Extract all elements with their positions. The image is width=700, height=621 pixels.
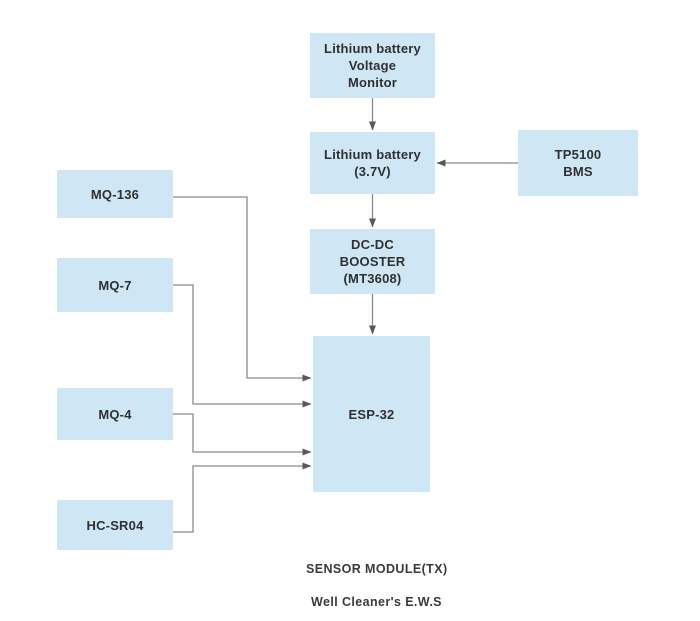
node-mq-136[interactable]: MQ-136 bbox=[57, 170, 173, 218]
node-mq-7[interactable]: MQ-7 bbox=[57, 258, 173, 312]
node-mq-4[interactable]: MQ-4 bbox=[57, 388, 173, 440]
wire-mq4-to-esp32 bbox=[173, 413, 312, 456]
caption-project-name: Well Cleaner's E.W.S bbox=[311, 595, 442, 609]
node-tp5100-bms[interactable]: TP5100 BMS bbox=[518, 130, 638, 196]
node-lithium-battery[interactable]: Lithium battery (3.7V) bbox=[310, 132, 435, 194]
wire-hcsr04-to-esp32 bbox=[173, 462, 312, 533]
wire-mq136-to-esp32 bbox=[173, 196, 312, 382]
node-hc-sr04[interactable]: HC-SR04 bbox=[57, 500, 173, 550]
node-battery-voltage-monitor[interactable]: Lithium battery Voltage Monitor bbox=[310, 33, 435, 98]
wire-mq7-to-esp32 bbox=[173, 284, 312, 408]
caption-sensor-module: SENSOR MODULE(TX) bbox=[306, 562, 448, 576]
node-dc-dc-booster[interactable]: DC-DC BOOSTER (MT3608) bbox=[310, 229, 435, 294]
node-esp-32[interactable]: ESP-32 bbox=[313, 336, 430, 492]
